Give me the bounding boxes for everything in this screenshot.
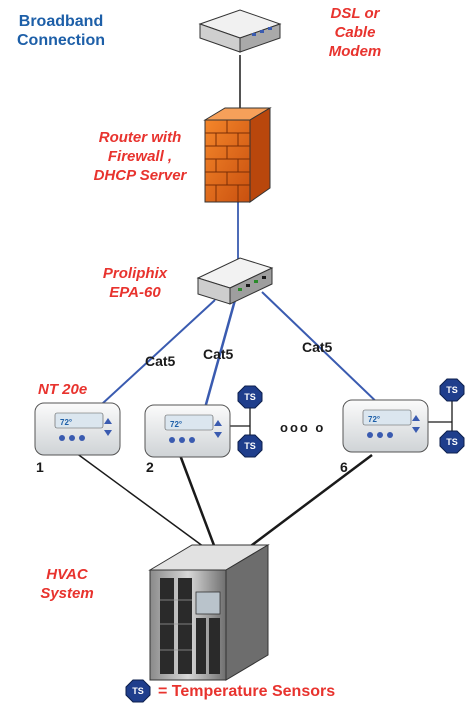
sensor-badge: TS: [132, 686, 144, 696]
temperature-sensor-icon: TS: [439, 430, 465, 454]
hvac-system-label: HVAC System: [40, 566, 94, 602]
hvac-wire-2: [178, 454, 220, 557]
cat5-cable-1: [89, 299, 216, 416]
ellipsis-more-thermostats: ooo o: [280, 420, 326, 435]
modem-device: [198, 9, 282, 53]
broadband-connection-label: Broadband Connection: [17, 13, 105, 49]
firewall-router: [203, 107, 272, 203]
sensor-badge: TS: [244, 392, 256, 402]
cat5-cable-2: [203, 299, 237, 409]
thermostat-number-1: 1: [36, 459, 44, 475]
legend-text: = Temperature Sensors: [158, 683, 336, 700]
hvac-unit: [148, 544, 270, 681]
thermostat-display: 72°: [368, 415, 380, 424]
thermostat-display: 72°: [170, 420, 182, 429]
thermostat-model-label: NT 20e: [38, 381, 88, 398]
sensor-badge: TS: [446, 437, 458, 447]
thermostat-2: 72°: [144, 404, 231, 458]
thermostat-display: 72°: [60, 418, 72, 427]
hvac-wire-6: [231, 454, 373, 561]
cat5-label-1: Cat5: [145, 353, 176, 369]
thermostat-6: 72°: [342, 399, 429, 453]
thermostat-1: 72°: [34, 402, 121, 456]
thermostat-number-6: 6: [340, 459, 348, 475]
modem-label: DSL or Cable Modem: [328, 5, 382, 60]
cat5-label-6: Cat5: [302, 339, 333, 355]
temperature-sensor-icon: TS: [237, 385, 263, 409]
router-label: Router with Firewall , DHCP Server: [93, 129, 187, 184]
cat5-label-2: Cat5: [203, 346, 234, 362]
sensor-badge: TS: [446, 385, 458, 395]
temperature-sensor-icon: TS: [237, 434, 263, 458]
proliphix-epa60-device: [196, 257, 274, 305]
proliphix-label: Proliphix EPA-60: [102, 265, 168, 301]
hvac-wire-1: [71, 449, 216, 556]
sensor-badge: TS: [244, 441, 256, 451]
cat5-cable-6: [261, 291, 386, 411]
legend-sensor-icon: TS: [125, 679, 151, 703]
temperature-sensor-icon: TS: [439, 378, 465, 402]
thermostat-number-2: 2: [146, 459, 154, 475]
